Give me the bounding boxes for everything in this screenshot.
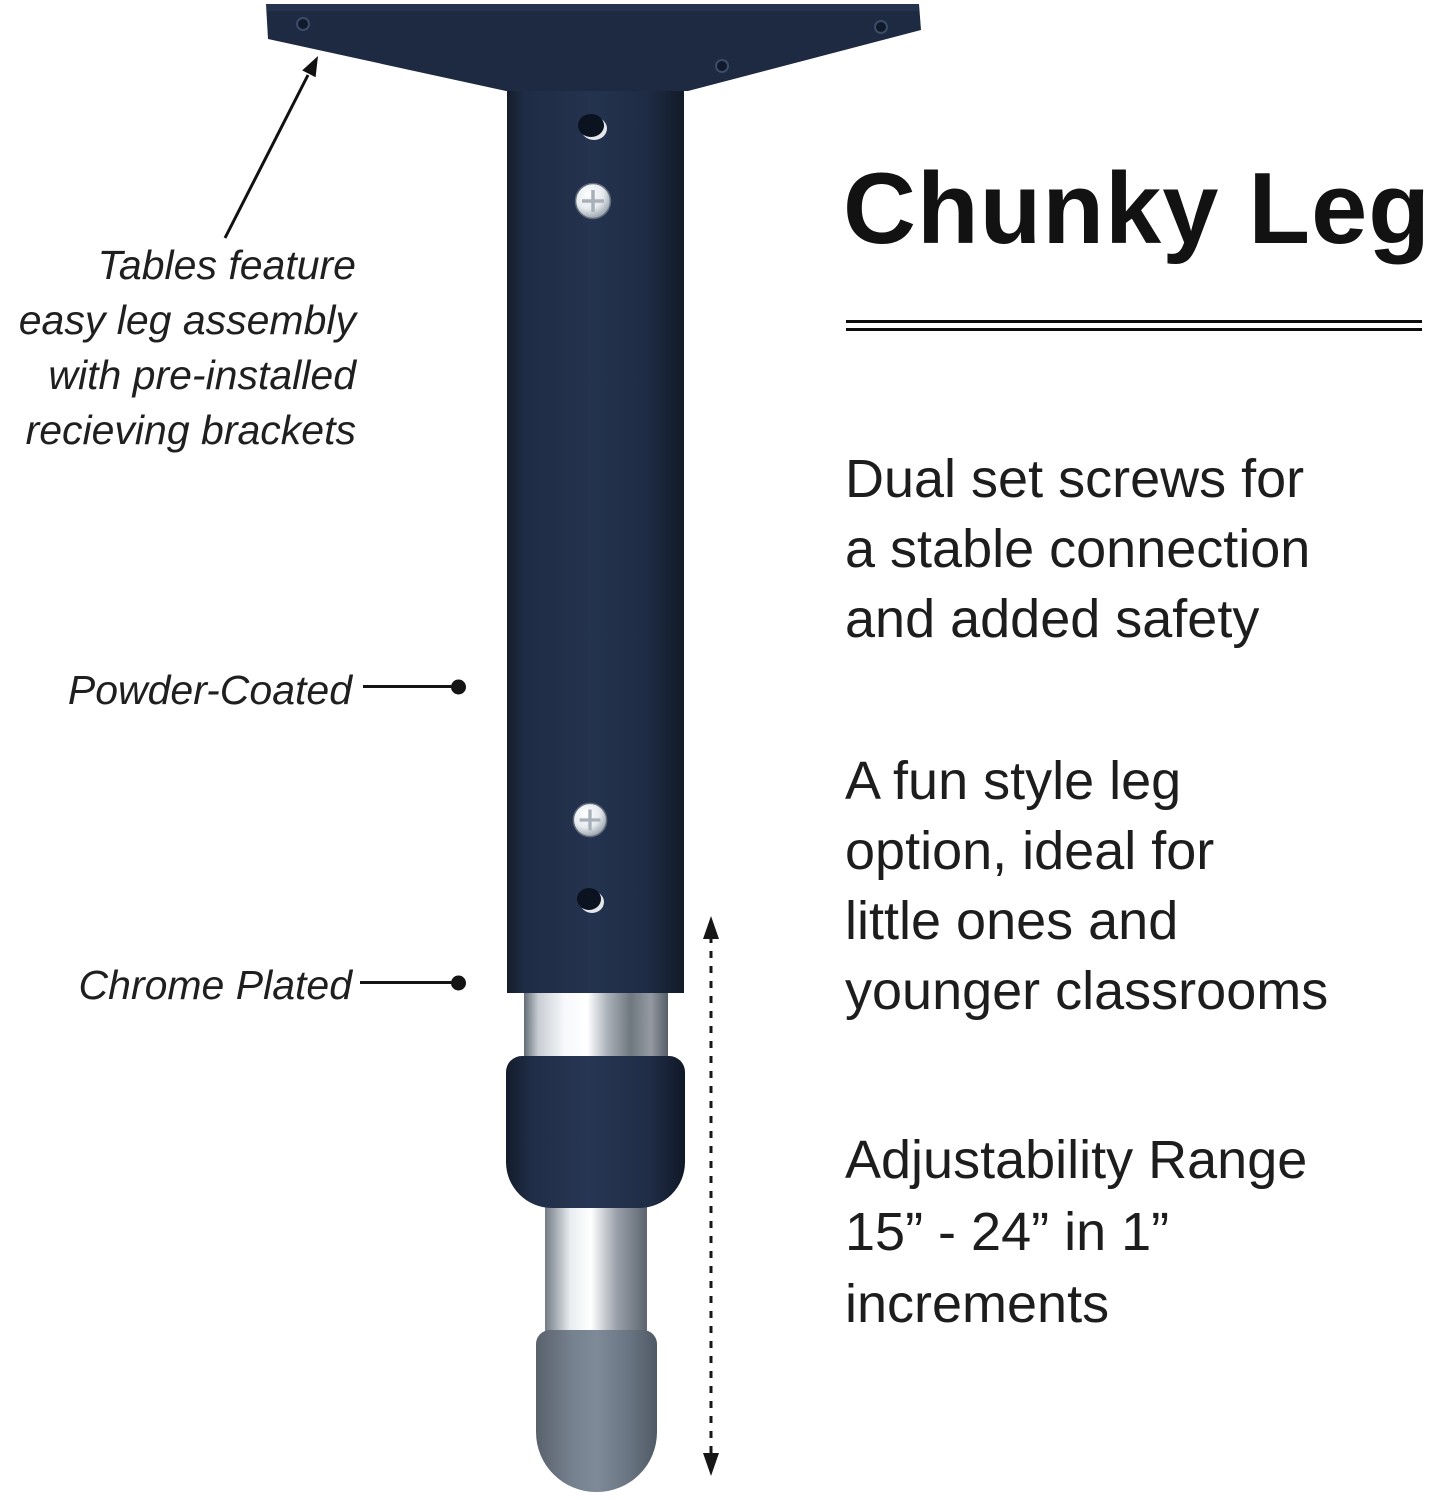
chrome-plated-callout-line [360,981,453,984]
feature-screws-line-1: Dual set screws for [845,449,1305,509]
page-title: Chunky Leg [843,153,1431,265]
feature-adjust-line-1: Adjustability Range [845,1130,1308,1190]
powder-coated-callout-line [363,685,453,688]
assembly-note-line-4: recieving brackets [25,407,356,453]
feature-screws-line-3: and added safety [845,589,1260,649]
assembly-note: Tables feature easy leg assembly with pr… [4,238,356,458]
foot-cap [536,1330,657,1492]
powder-coated-label: Powder-Coated [67,667,352,713]
feature-dual-set-screws: Dual set screws for a stable connection … [845,444,1310,654]
feature-style-line-1: A fun style leg [845,751,1182,811]
feature-style-line-4: younger classrooms [845,961,1329,1021]
feature-adjustability: Adjustability Range 15” - 24” in 1” incr… [845,1124,1433,1340]
lower-set-screw-icon [572,802,608,838]
assembly-arrow-icon [223,56,318,239]
assembly-note-line-3: with pre-installed [48,352,356,398]
plate-hole-left [296,17,310,31]
feature-screws-line-2: a stable connection [845,519,1311,579]
feature-adjust-line-2: 15” - 24” in 1” increments [845,1202,1170,1334]
upper-set-screw-icon [574,182,612,220]
plate-hole-center [715,59,729,73]
upper-bolt-hole [578,114,604,137]
chrome-plated-label: Chrome Plated [78,962,352,1008]
lower-bolt-hole [577,888,601,910]
chrome-inner-tube [545,1205,647,1338]
chrome-sleeve [524,990,668,1064]
plate-hole-right [874,20,888,34]
title-divider [846,320,1422,331]
assembly-note-line-2: easy leg assembly [18,297,356,343]
feature-style-line-3: little ones and [845,891,1179,951]
adjustability-range-arrow-icon [703,916,719,1476]
leg-collar [506,1056,685,1208]
mounting-plate [266,4,921,91]
feature-style-line-2: option, ideal for [845,821,1215,881]
assembly-note-line-1: Tables feature [97,242,356,288]
feature-fun-style: A fun style leg option, ideal for little… [845,746,1328,1026]
